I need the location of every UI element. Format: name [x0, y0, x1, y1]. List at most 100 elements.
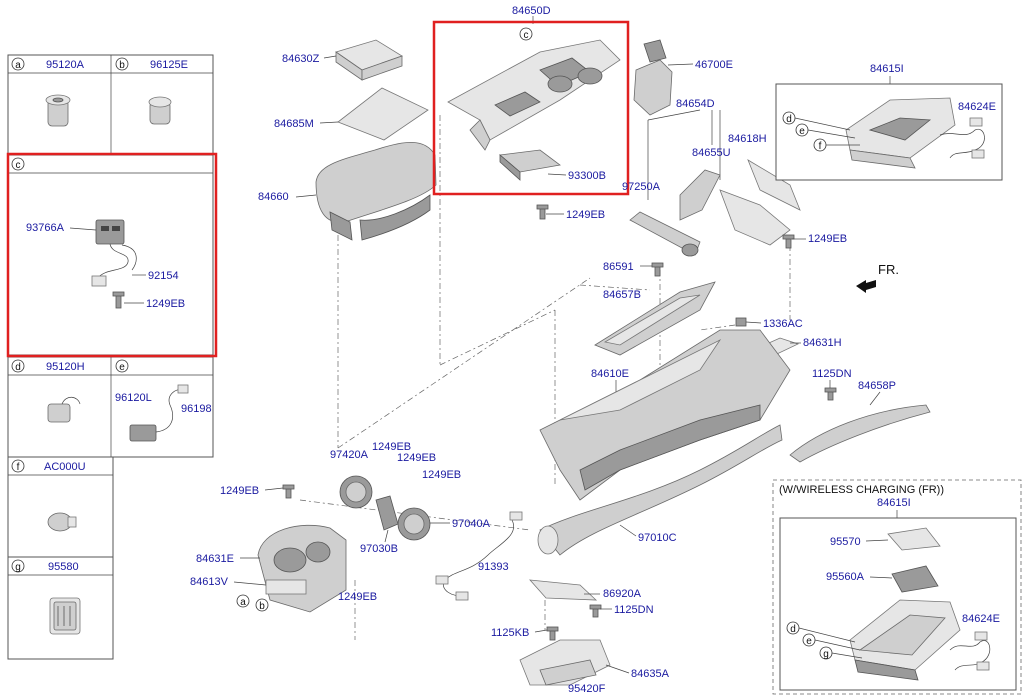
vent-97420A — [339, 475, 373, 509]
screw-1249EB-b — [782, 234, 795, 249]
panel-d-part: 95120H — [46, 361, 85, 373]
label-1125DN-b: 1125DN — [614, 604, 654, 616]
label-93300B: 93300B — [568, 170, 606, 182]
label-97040A: 97040A — [452, 518, 491, 530]
label-1336AC: 1336AC — [763, 318, 803, 330]
clip-f-part — [47, 512, 77, 532]
bolt-1125DN-a — [824, 387, 837, 401]
label-96120L: 96120L — [115, 392, 152, 404]
callout-b: b — [259, 601, 265, 612]
label-97030B: 97030B — [360, 543, 398, 555]
label-1249EB-a: 1249EB — [566, 209, 605, 221]
panel-f-part: AC000U — [44, 461, 86, 473]
connector-d-part — [47, 396, 81, 423]
callout-e-top: e — [799, 126, 805, 137]
label-84615I-bot: 84615I — [877, 497, 911, 509]
harness-84624E-bot — [949, 631, 991, 671]
bracket-86920A — [529, 579, 598, 601]
panel-a-marker — [11, 57, 25, 71]
panel-a-letter: a — [15, 60, 21, 71]
label-93766A: 93766A — [26, 222, 65, 234]
callout-d-top: d — [786, 114, 792, 125]
label-96198: 96198 — [181, 403, 212, 415]
label-84657B: 84657B — [603, 289, 641, 301]
callout-e-bot: e — [806, 636, 812, 647]
panel-ab-frame — [7, 54, 214, 156]
label-86591: 86591 — [603, 261, 634, 273]
label-97010C: 97010C — [638, 532, 677, 544]
rear-panel-84631E — [257, 524, 347, 613]
callout-c: c — [524, 30, 529, 41]
label-84624E-bot: 84624E — [962, 613, 1000, 625]
nut-1336AC — [735, 317, 747, 327]
label-95560A: 95560A — [826, 571, 865, 583]
grommet-a-part — [45, 94, 71, 127]
cover-95570 — [887, 527, 941, 551]
panel-g-part: 95580 — [48, 561, 79, 573]
charger-84615I-top — [845, 97, 956, 169]
callout-d-bot: d — [790, 624, 796, 635]
highlight-panel-c — [6, 152, 218, 358]
label-97420A: 97420A — [330, 449, 369, 461]
panel-b-part: 96125E — [150, 59, 188, 71]
label-46700E: 46700E — [695, 59, 733, 71]
panel-b-letter: b — [119, 60, 125, 71]
label-92154: 92154 — [148, 270, 179, 282]
label-84630Z: 84630Z — [282, 53, 320, 65]
trim-84655U — [679, 169, 791, 246]
bracket-84635A — [519, 639, 611, 686]
duct-97010C — [537, 424, 783, 556]
armrest-84660 — [315, 141, 437, 241]
label-1249EB-d: 1249EB — [372, 441, 411, 453]
label-84654D: 84654D — [676, 98, 715, 110]
pad-95560A — [891, 565, 939, 593]
upper-console-panel-84650D — [447, 39, 621, 151]
label-84624E-top: 84624E — [958, 101, 996, 113]
tray-84630Z — [335, 39, 403, 81]
panel-c-letter: c — [16, 160, 21, 171]
label-91393: 91393 — [478, 561, 509, 573]
usb-module-part — [91, 219, 137, 287]
label-97250A: 97250A — [622, 181, 661, 193]
label-84650D: 84650D — [512, 5, 551, 17]
label-1249EB-g: 1249EB — [338, 591, 377, 603]
callout-f-top: f — [819, 141, 822, 152]
panel-84657B — [594, 281, 716, 356]
label-84615I-top: 84615I — [870, 63, 904, 75]
vent-97040A — [397, 507, 431, 541]
label-84613V: 84613V — [190, 576, 229, 588]
panel-g-letter: g — [15, 562, 21, 573]
panel-e-letter: e — [119, 362, 125, 373]
side-trim-84658P — [789, 404, 931, 463]
switch-panel-93300B — [499, 149, 561, 181]
highlight-upper-panel — [432, 20, 630, 196]
connector-e-part — [129, 384, 189, 442]
bolt-1125DN-b — [589, 604, 602, 618]
label-1249EB-b: 1249EB — [808, 233, 847, 245]
label-84635A: 84635A — [631, 668, 670, 680]
switch-g-part — [49, 597, 81, 635]
screw-1249EB-c — [282, 484, 295, 499]
bracket-97030B — [375, 495, 399, 531]
vent-97250A — [629, 211, 701, 257]
charger-84615I-bot — [849, 599, 961, 681]
label-84631H: 84631H — [803, 337, 842, 349]
label-1249EB-e: 1249EB — [397, 452, 436, 464]
panel-a-part: 95120A — [46, 59, 85, 71]
shifter-46700E — [633, 39, 673, 116]
label-1125DN-a: 1125DN — [812, 368, 852, 380]
panel-d-letter: d — [15, 362, 21, 373]
wireless-title: (W/WIRELESS CHARGING (FR)) — [779, 484, 944, 496]
label-84685M: 84685M — [274, 118, 314, 130]
label-84631E: 84631E — [196, 553, 234, 565]
label-86920A: 86920A — [603, 588, 642, 600]
label-84610E: 84610E — [591, 368, 629, 380]
label-95420F: 95420F — [568, 683, 606, 695]
label-1249EB-c: 1249EB — [146, 298, 185, 310]
label-95570: 95570 — [830, 536, 861, 548]
console-body-84610E — [539, 329, 791, 501]
callout-a: a — [240, 597, 246, 608]
direction-label: FR. — [878, 262, 899, 277]
label-1249EB-c-main: 1249EB — [220, 485, 259, 497]
